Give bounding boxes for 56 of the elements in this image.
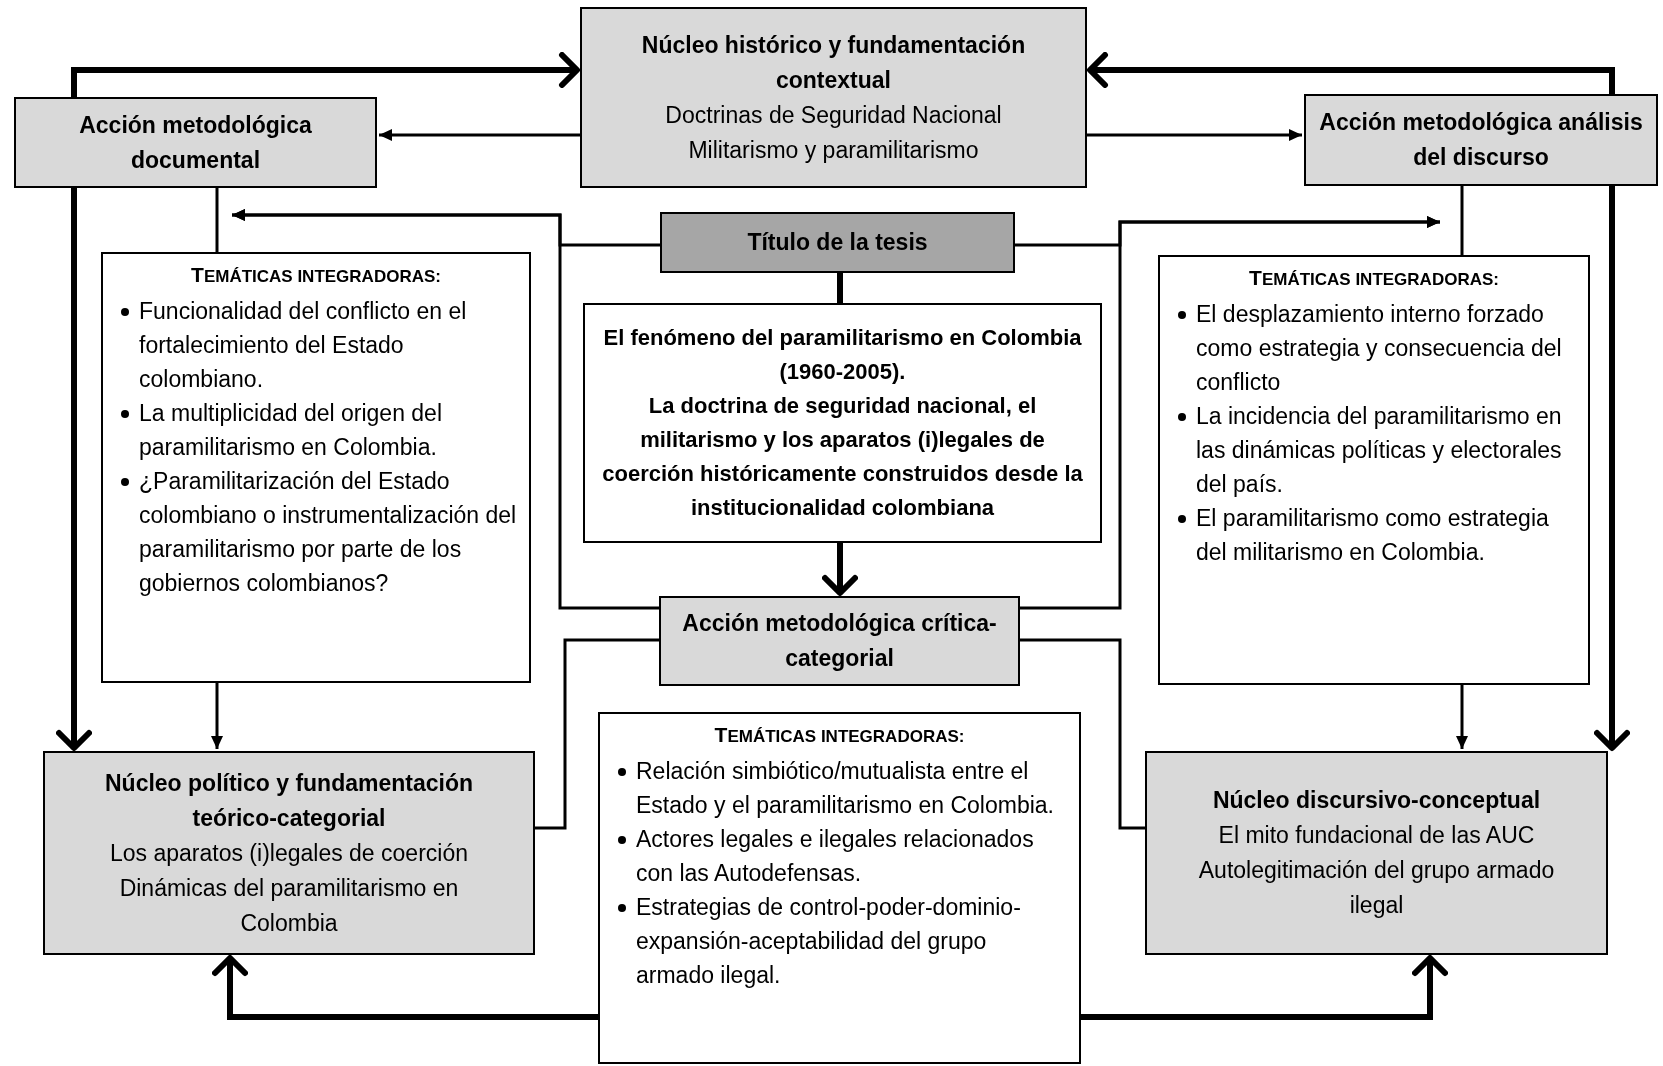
arrow [1015, 216, 1440, 247]
connector-line [535, 638, 659, 830]
title-box [660, 212, 1015, 273]
arrow [379, 129, 580, 141]
box-text: El mito fundacional de las AUC [1218, 821, 1535, 850]
box-heading: Acción metodológica análisis del discurso [1318, 108, 1644, 172]
topics-box [598, 712, 1081, 1064]
list-item: Relación simbiótico/mutualista entre el Estado y el paramilitarismo en Colombia. [635, 757, 1055, 820]
list-item: La multiplicidad del origen del paramilitarismo en Colombia. [138, 399, 444, 462]
thesis-text: El fenómeno del paramilitarismo en Colombia (1960-2005). [602, 324, 1083, 386]
method-box [659, 596, 1020, 686]
box-text: Militarismo y paramilitarismo [688, 135, 979, 165]
box-heading: Núcleo discursivo-conceptual [1212, 786, 1541, 815]
list-item: El paramilitarismo como estrategia del militarismo en Colombia. [1195, 504, 1550, 567]
arrow [232, 209, 660, 247]
list-item: Funcionalidad del conflicto en el fortalecimiento del Estado colombiano. [138, 297, 468, 394]
core-box [1145, 751, 1608, 955]
list-item: El desplazamiento interno forzado como estrategia y consecuencia del conflicto [1195, 300, 1563, 397]
list-item: ¿Paramilitarización del Estado colombiano o instrumentalización del paramilitarismo por parte de los gobiernos colombianos? [138, 467, 517, 598]
arrow [211, 683, 223, 749]
box-heading: Acción metodológica documental [78, 110, 313, 175]
core-box [43, 751, 535, 955]
arrow [1594, 186, 1630, 751]
connector-line [1460, 186, 1464, 255]
box-heading: Acción metodológica crítica-categorial [681, 609, 998, 673]
box-text: Los aparatos (i)legales de coerción [110, 838, 468, 868]
box-text: Doctrinas de Seguridad Nacional [665, 100, 1002, 130]
topics-heading: TEMÁTICAS INTEGRADORAS: [714, 722, 965, 748]
arrow [71, 52, 580, 97]
box-heading: Título de la tesis [747, 228, 928, 257]
arrow [1456, 685, 1468, 749]
list-item: Estrategias de control-poder-dominio-expansión-aceptabilidad del grupo armado ilegal. [635, 893, 1022, 990]
topics-box [1158, 255, 1590, 685]
core-box [580, 7, 1087, 188]
box-text: Dinámicas del paramilitarismo en Colombia [118, 873, 460, 938]
thesis-box [583, 303, 1102, 543]
topics-box [101, 252, 531, 683]
arrow [212, 955, 598, 1020]
topics-heading: TEMÁTICAS INTEGRADORAS: [1249, 265, 1499, 291]
box-heading: Núcleo político y fundamentación teórico-categorial [103, 768, 474, 833]
arrow [1087, 52, 1615, 94]
arrow [1081, 955, 1448, 1020]
thesis-text: La doctrina de seguridad nacional, el militarismo y los aparatos (i)legales de coerción históricamente construidos desde la institucionalidad colombiana [601, 392, 1084, 522]
method-box [14, 97, 377, 188]
connector-line [1020, 638, 1145, 830]
topics-heading: TEMÁTICAS INTEGRADORAS: [191, 262, 441, 288]
box-heading: Núcleo histórico y fundamentación contextual [640, 30, 1027, 95]
arrow [1087, 129, 1302, 141]
arrow [822, 543, 858, 596]
list-item: Actores legales e ilegales relacionados con las Autodefensas. [635, 825, 1035, 888]
connector-line [837, 273, 843, 303]
method-box [1304, 94, 1658, 186]
list-item: La incidencia del paramilitarismo en las dinámicas políticas y electorales del país. [1195, 402, 1563, 499]
box-text: Autolegitimación del grupo armado ilegal [1197, 856, 1556, 920]
arrow [56, 188, 92, 751]
connector-line [215, 188, 219, 252]
